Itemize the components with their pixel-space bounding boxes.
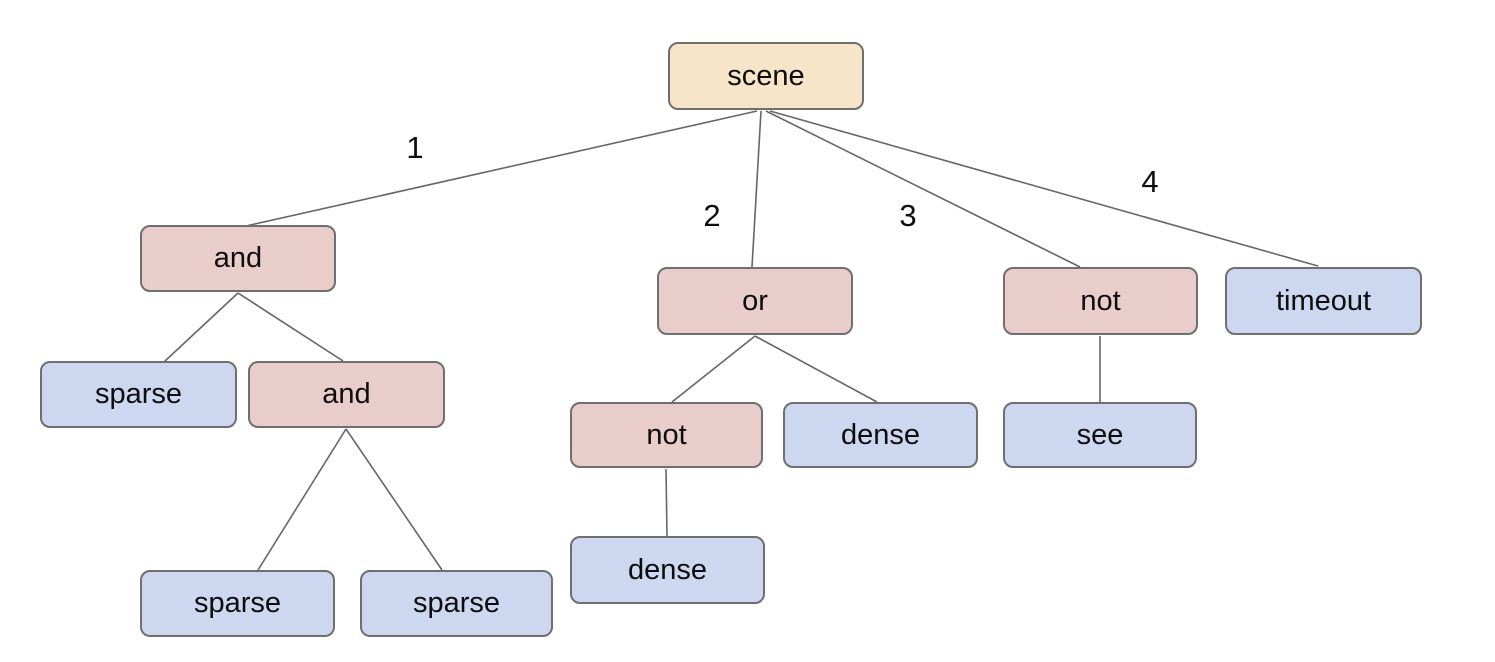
edge-label-3: 3: [899, 198, 916, 233]
tree-node-see1: see: [1003, 402, 1197, 468]
tree-node-scene: scene: [668, 42, 864, 110]
tree-node-and1: and: [140, 225, 336, 292]
tree-node-label: sparse: [412, 587, 501, 619]
tree-node-label: not: [646, 418, 687, 451]
edge-scene-and1: [245, 110, 758, 227]
edge-or1-dense1: [754, 335, 878, 403]
tree-node-label: and: [322, 378, 371, 410]
tree-node-timeout1: timeout: [1225, 267, 1422, 335]
tree-node-not2: not: [570, 402, 763, 468]
edge-or1-not2: [671, 335, 756, 403]
tree-node-label: dense: [627, 553, 707, 586]
tree-node-or1: or: [657, 267, 853, 335]
edge-scene-or1: [751, 110, 762, 268]
tree-node-label: see: [1076, 418, 1124, 451]
edge-label-4: 4: [1141, 164, 1158, 199]
tree-node-sparse2: sparse: [140, 570, 335, 637]
tree-node-label: not: [1080, 284, 1121, 317]
tree-node-label: timeout: [1275, 284, 1372, 317]
tree-node-sparse3: sparse: [360, 570, 553, 637]
edge-label-1: 1: [406, 130, 423, 165]
tree-node-and2: and: [248, 361, 445, 428]
tree-node-not1: not: [1003, 267, 1198, 335]
tree-node-sparse1: sparse: [40, 361, 237, 428]
edge-and2-sparse2: [257, 428, 347, 571]
edge-not2-dense2: [665, 468, 668, 537]
tree-node-dense1: dense: [783, 402, 978, 468]
tree-node-label: and: [213, 242, 263, 274]
edge-and1-and2: [237, 292, 344, 362]
tree-node-label: or: [742, 284, 768, 317]
tree-node-dense2: dense: [570, 536, 765, 604]
edge-label-2: 2: [703, 198, 720, 233]
tree-node-label: scene: [727, 59, 805, 92]
edge-scene-timeout1: [769, 110, 1319, 267]
edge-and1-sparse1: [164, 292, 239, 362]
tree-node-label: dense: [840, 418, 920, 451]
tree-node-label: sparse: [94, 378, 183, 410]
tree-node-label: sparse: [193, 587, 282, 619]
edge-scene-not1: [765, 110, 1081, 268]
edge-and2-sparse3: [345, 428, 443, 571]
